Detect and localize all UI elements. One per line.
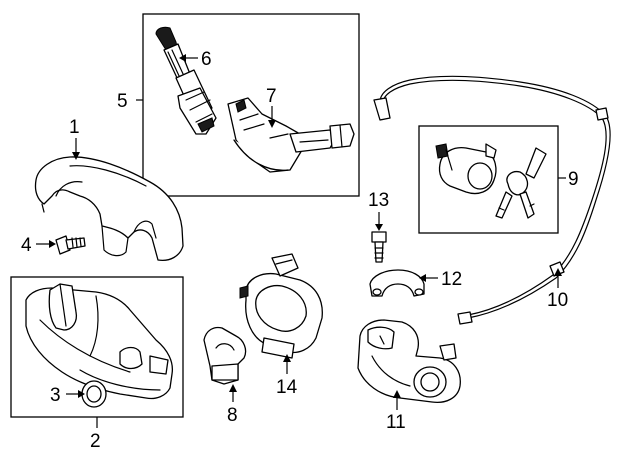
bolt xyxy=(371,231,387,263)
callout-7: 7 xyxy=(266,86,277,107)
clock-spring xyxy=(239,253,323,359)
callout-3: 3 xyxy=(50,385,61,406)
ring-washer xyxy=(81,380,107,408)
callout-2: 2 xyxy=(90,431,101,452)
callout-9: 9 xyxy=(568,169,579,190)
callout-5: 5 xyxy=(117,91,128,112)
callout-12: 12 xyxy=(441,269,462,290)
callout-1: 1 xyxy=(69,117,80,138)
clamp-bracket xyxy=(369,269,425,297)
callout-numbers: 1 2 3 4 5 6 7 8 9 10 11 12 13 14 xyxy=(21,49,579,452)
switch-group-box xyxy=(142,13,360,197)
key-cylinder-with-keys xyxy=(435,143,547,219)
lower-column-cover xyxy=(25,283,174,400)
interlock-cable xyxy=(373,75,611,325)
combination-lever-switch xyxy=(155,26,217,135)
callout-4: 4 xyxy=(21,235,32,256)
key-cylinder-group-box xyxy=(418,125,559,234)
callout-11: 11 xyxy=(386,412,406,433)
steering-angle-sensor xyxy=(203,326,247,385)
screw xyxy=(55,235,86,255)
callout-8: 8 xyxy=(227,405,238,426)
upper-column-cover xyxy=(34,156,184,262)
callout-14: 14 xyxy=(276,377,298,398)
leader-lines xyxy=(36,54,566,428)
callout-13: 13 xyxy=(368,190,389,211)
lock-housing xyxy=(357,319,461,404)
combination-switch-body xyxy=(227,97,355,173)
callout-6: 6 xyxy=(201,49,212,70)
callout-10: 10 xyxy=(547,290,568,311)
